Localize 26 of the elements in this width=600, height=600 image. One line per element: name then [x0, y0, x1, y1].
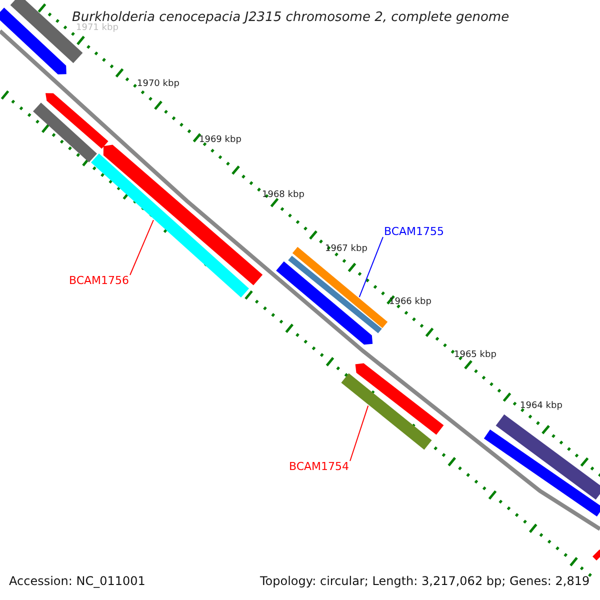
leader-line — [130, 220, 154, 276]
gene-bar — [592, 550, 600, 560]
gene-bar — [46, 93, 108, 149]
tick-label: 1969 kbp — [199, 136, 242, 145]
gene-label: BCAM1755 — [384, 226, 444, 237]
gene-bar — [0, 8, 66, 74]
gene-label: BCAM1754 — [289, 461, 350, 472]
diagram-title: Burkholderia cenocepacia J2315 chromosome 2, complete genome — [72, 11, 510, 24]
leader-line — [350, 405, 369, 462]
gene-bar — [276, 261, 373, 345]
tick-label: 1967 kbp — [325, 245, 368, 254]
gene-bar — [288, 256, 382, 334]
tick-label: 1971 kbp — [76, 24, 118, 33]
accession-text: Accession: NC_011001 — [9, 575, 146, 587]
tick-label: 1964 kbp — [520, 402, 562, 411]
tick-label: 1966 kbp — [389, 298, 432, 307]
gene-bar — [355, 363, 444, 435]
gene-bar — [341, 373, 432, 450]
gene-bar — [33, 102, 97, 162]
tick-label: 1968 kbp — [262, 191, 304, 200]
gene-bar — [484, 430, 600, 516]
tick-label: 1970 kbp — [137, 80, 180, 89]
gene-bar — [496, 414, 600, 500]
genome-info-text: Topology: circular; Length: 3,217,062 bp; Genes: 2,819 — [260, 575, 590, 587]
tick-label: 1965 kbp — [454, 351, 496, 360]
gene-label: BCAM1756 — [69, 275, 130, 286]
